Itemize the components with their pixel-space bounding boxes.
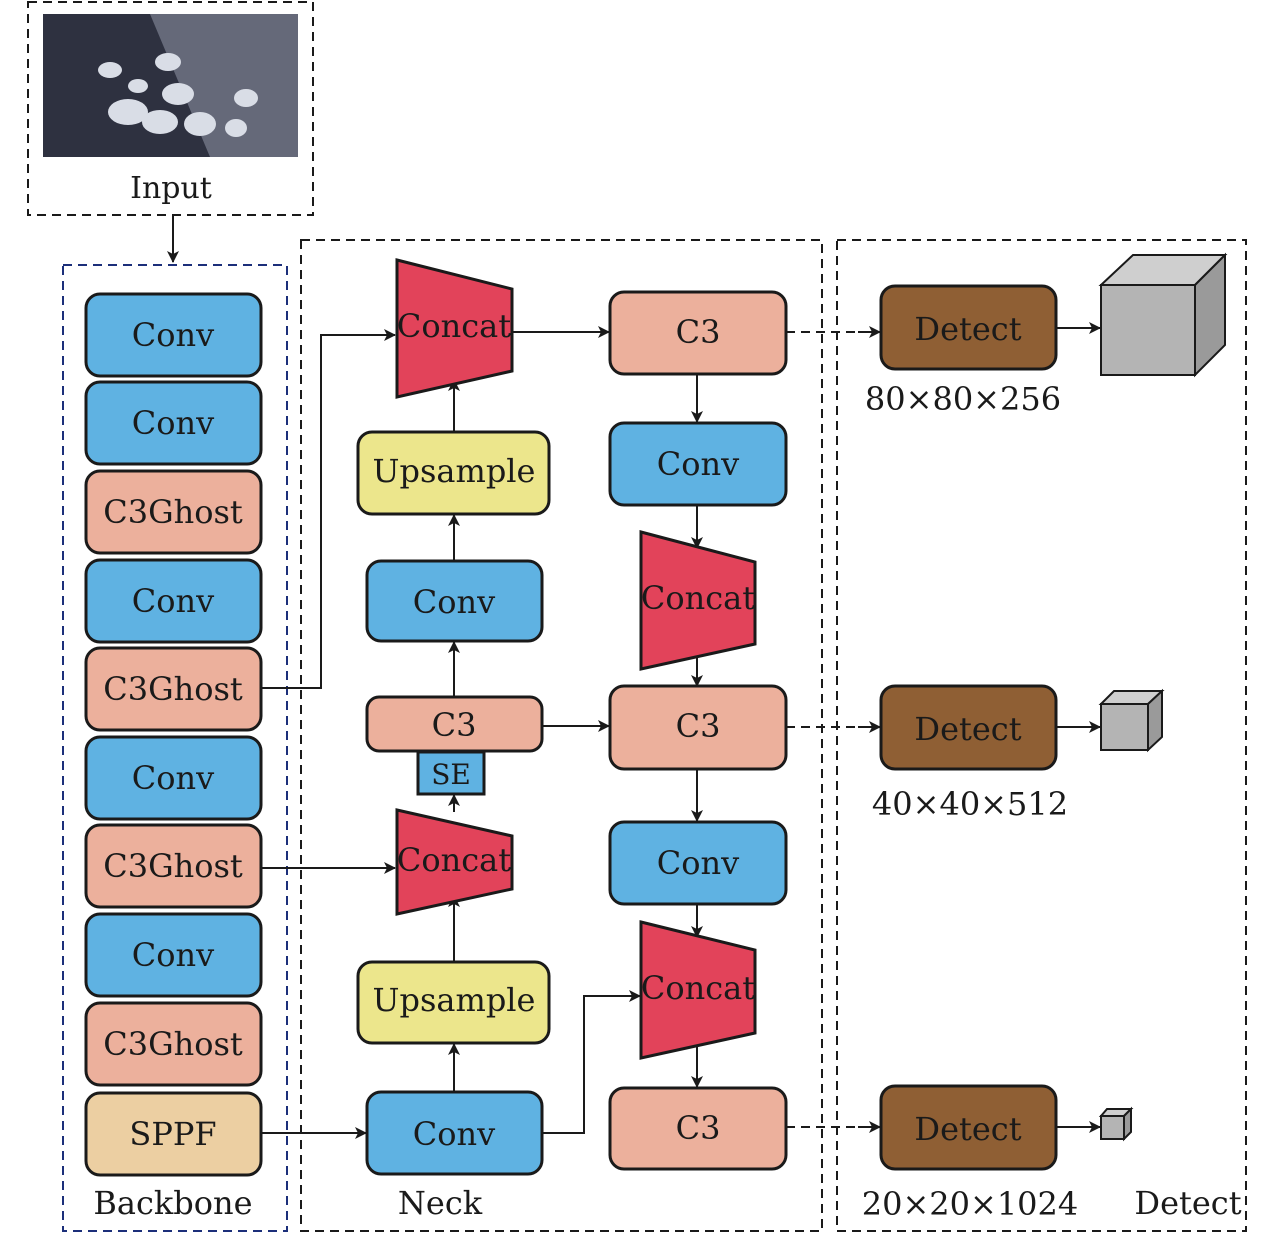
neck-concat-2: [639, 920, 757, 1060]
neck-c3-top-label: C3: [676, 313, 721, 351]
backbone-block-sppf: [84, 1091, 263, 1177]
backbone-block-conv: [84, 912, 263, 998]
backbone-label-conv: Conv: [132, 759, 214, 797]
backbone-label-conv: Conv: [132, 582, 214, 620]
detect-head-medium: [879, 684, 1058, 771]
se-label: SE: [431, 758, 471, 791]
backbone-label-sppf: SPPF: [129, 1115, 216, 1153]
connections: [167, 215, 1101, 1139]
detect-output-size: 20×20×1024: [862, 1185, 1079, 1223]
neck-conv-2-label: Conv: [657, 844, 739, 882]
backbone-section-label: Backbone: [93, 1184, 252, 1222]
backbone-block-c3ghost: [84, 1001, 263, 1087]
detect-heads: Detect 80×80×256 Detect 40×40×512 Detect…: [862, 284, 1079, 1223]
detect-frame: [836, 239, 1247, 1232]
neck-frame: [300, 239, 823, 1232]
input-frame: [27, 1, 314, 216]
backbone-block-conv: [84, 292, 263, 378]
neck-conv-bottom: [365, 1090, 544, 1176]
neck-right-column: C3 Conv Concat C3 Conv Concat C3: [608, 290, 788, 1171]
backbone-block-c3ghost: [84, 469, 263, 555]
backbone-label-conv: Conv: [132, 936, 214, 974]
detect-output-size: 40×40×512: [872, 785, 1068, 823]
backbone-block-conv: [84, 380, 263, 466]
backbone-label-c3ghost: C3Ghost: [103, 493, 243, 531]
detect-label: Detect: [914, 1110, 1021, 1148]
neck-conv-bottom-label: Conv: [413, 1115, 495, 1153]
neck-concat-1-label: Concat: [641, 579, 755, 617]
backbone-label-conv: Conv: [132, 316, 214, 354]
detect-label: Detect: [914, 710, 1021, 748]
backbone-blocks: Conv Conv C3Ghost Conv C3Ghost Conv C3Gh…: [84, 292, 263, 1177]
output-cube-medium: [1098, 688, 1165, 753]
neck-c3-bottom: [608, 1086, 788, 1171]
neck-conv-1: [608, 421, 788, 507]
output-cube-large: [1098, 252, 1228, 378]
neck-conv-1-label: Conv: [657, 445, 739, 483]
backbone-block-conv: [84, 558, 263, 644]
neck-concat-2-label: Concat: [641, 969, 755, 1007]
neck-c3-se-label: C3: [432, 706, 477, 744]
backbone-block-conv: [84, 735, 263, 821]
neck-section-label: Neck: [398, 1184, 483, 1222]
backbone-frame: [62, 264, 288, 1232]
input-image: [43, 14, 298, 157]
neck-conv-2: [608, 820, 788, 906]
neck-conv-mid: [365, 559, 544, 643]
detect-label: Detect: [914, 310, 1021, 348]
detect-section-label: Detect: [1134, 1184, 1241, 1222]
neck-upsample-top-label: Upsample: [373, 452, 536, 490]
neck-concat-top-label: Concat: [397, 307, 511, 345]
neck-concat-1: [639, 530, 757, 671]
neck-concat-mid-label: Concat: [397, 841, 511, 879]
neck-concat-top: [395, 258, 514, 399]
neck-c3-top: [608, 290, 788, 376]
neck-c3-mid: [608, 684, 788, 771]
input-label: Input: [130, 171, 212, 206]
backbone-block-c3ghost: [84, 646, 263, 732]
backbone-label-c3ghost: C3Ghost: [103, 670, 243, 708]
detect-head-large: [879, 284, 1058, 371]
backbone-label-c3ghost: C3Ghost: [103, 1025, 243, 1063]
detect-head-small: [879, 1084, 1058, 1171]
neck-conv-mid-label: Conv: [413, 583, 495, 621]
neck-upsample-top: [356, 430, 551, 516]
neck-left-column: Concat Upsample Conv C3 SE Concat Upsamp…: [356, 258, 551, 1176]
output-cube-small: [1098, 1106, 1134, 1142]
backbone-label-c3ghost: C3Ghost: [103, 847, 243, 885]
backbone-label-conv: Conv: [132, 404, 214, 442]
neck-c3-mid-label: C3: [676, 707, 721, 745]
detect-output-size: 80×80×256: [865, 380, 1061, 418]
neck-c3-bottom-label: C3: [676, 1109, 721, 1147]
se-attention-block: [416, 750, 486, 796]
neck-upsample-bottom: [356, 960, 551, 1045]
neck-concat-mid: [395, 808, 514, 916]
backbone-block-c3ghost: [84, 823, 263, 909]
neck-upsample-bottom-label: Upsample: [373, 981, 536, 1019]
